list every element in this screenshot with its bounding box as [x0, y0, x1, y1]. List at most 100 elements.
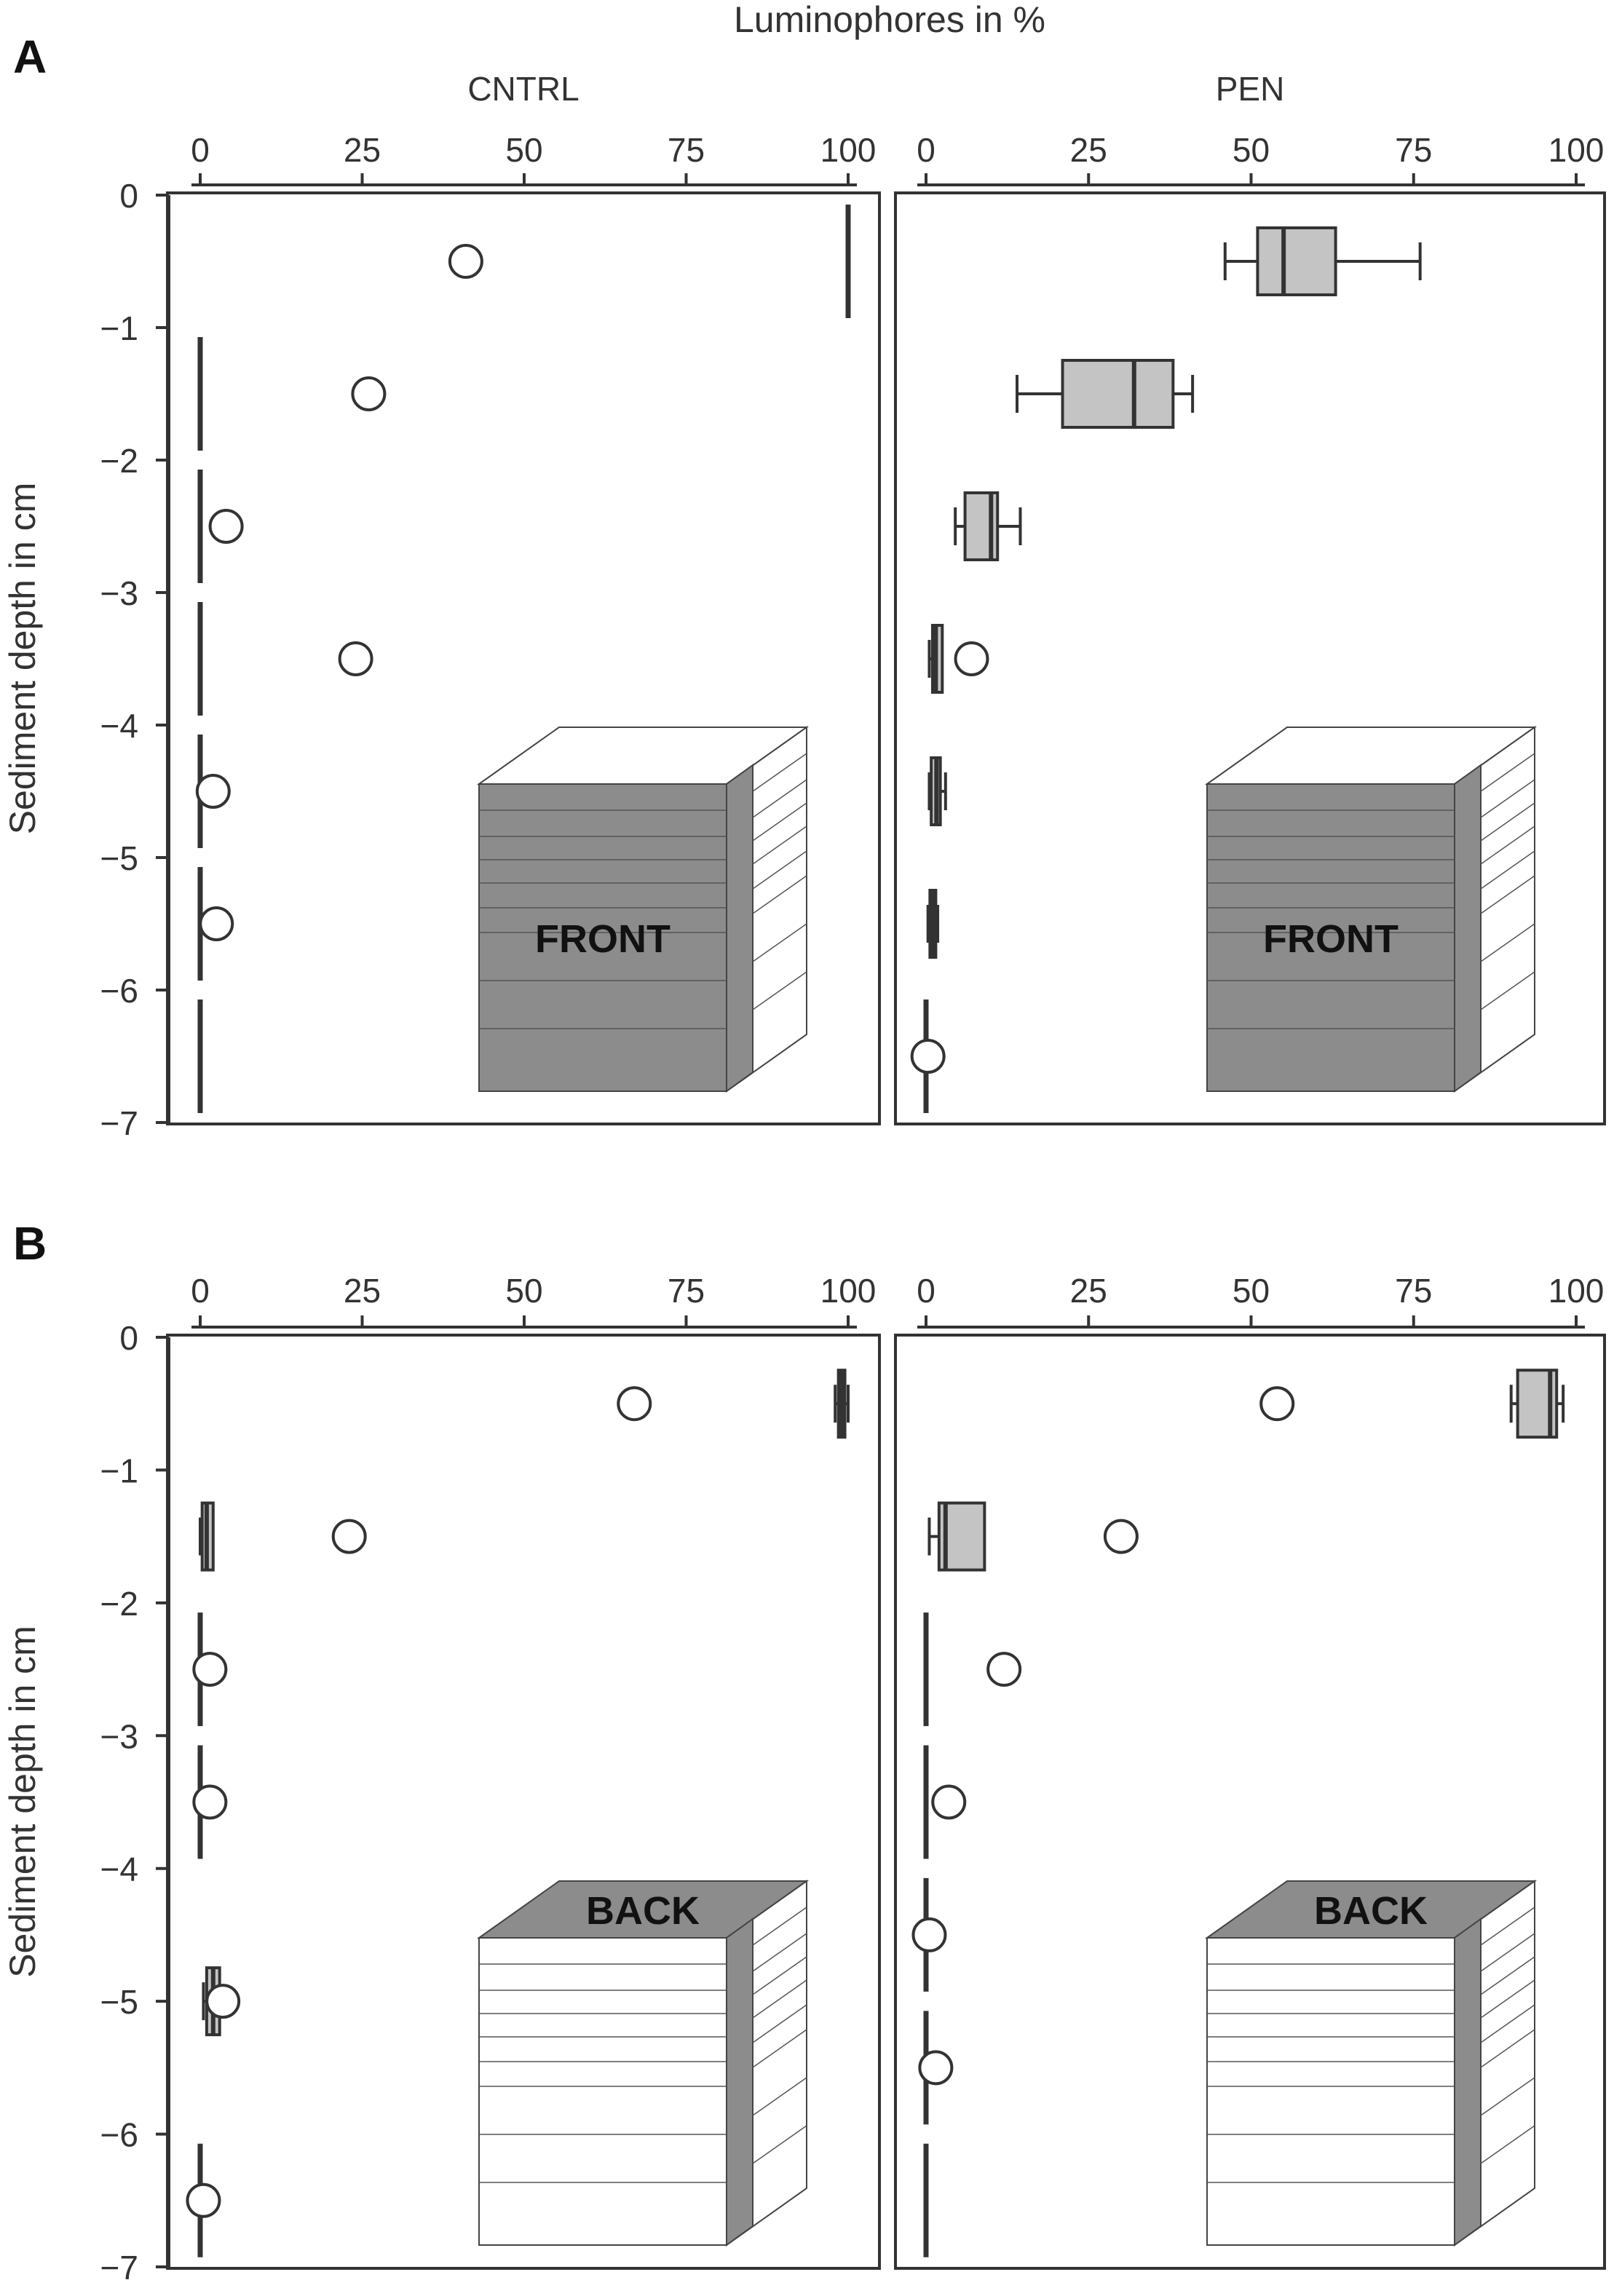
block-label-front: FRONT — [1263, 917, 1399, 961]
box-depth-3-5 — [923, 1745, 967, 1859]
sediment-block-front: FRONT — [1204, 726, 1538, 1093]
block-layer-line — [752, 802, 807, 842]
block-layer-line — [752, 850, 807, 890]
y-tick-label: −5 — [100, 839, 138, 877]
box-depth-1-5 — [197, 337, 387, 451]
y-tick-label: −3 — [100, 1717, 138, 1755]
outlier-point — [331, 1519, 367, 1554]
block-layer-line — [752, 2029, 807, 2068]
block-layer-line — [752, 2004, 807, 2043]
y-tick-label: 0 — [119, 1319, 138, 1357]
y-tick-label: −1 — [100, 1452, 138, 1489]
box-depth-0-5 — [448, 205, 851, 318]
block-layer-line — [752, 923, 807, 962]
block-label-front: FRONT — [535, 917, 670, 961]
box-depth-2-5 — [197, 470, 244, 583]
x-tick-label: 50 — [1233, 131, 1270, 169]
block-layer-line — [1480, 2004, 1535, 2043]
block-layer-line — [1480, 1979, 1535, 2019]
outlier-point — [192, 1652, 228, 1687]
y-axis-label: Sediment depth in cm — [2, 1626, 43, 1978]
y-tick-label: −7 — [100, 1104, 138, 1142]
block-layer-line — [1480, 2029, 1535, 2068]
y-tick-label: 0 — [119, 177, 138, 215]
outlier-point — [617, 1386, 652, 1422]
sediment-block-front: FRONT — [476, 726, 810, 1093]
box-depth-4-5 — [927, 756, 947, 826]
block-side-strip — [726, 764, 753, 1093]
x-tick-label: 100 — [1548, 131, 1605, 169]
block-side-strip — [1454, 764, 1482, 1093]
box-depth-0-5 — [1223, 226, 1422, 296]
y-tick-label: −5 — [100, 1983, 138, 2021]
x-tick-label: 0 — [191, 131, 210, 169]
y-tick-label: −2 — [100, 1585, 138, 1623]
outlier-point — [195, 774, 231, 809]
y-tick-label: −4 — [100, 1850, 138, 1888]
block-front-face — [1206, 1937, 1455, 2246]
x-tick-label: 25 — [344, 131, 381, 169]
outlier-point — [199, 906, 234, 941]
x-tick-label: 75 — [1395, 1272, 1432, 1310]
block-layer-line — [752, 753, 807, 792]
box-depth-1-5 — [927, 1501, 1139, 1572]
box-depth-2-5 — [923, 1612, 1022, 1727]
block-layer-line — [1480, 971, 1535, 1010]
panel-border — [166, 191, 881, 1125]
outlier-point — [954, 641, 989, 676]
block-layer-line — [752, 1933, 807, 1972]
column-header-cntrl: CNTRL — [467, 70, 579, 108]
column-header-pen: PEN — [1216, 70, 1285, 108]
panel-letter-a: A — [13, 31, 47, 83]
outlier-point — [338, 641, 373, 676]
outlier-point — [448, 244, 483, 279]
box-depth-5-5 — [197, 867, 234, 981]
block-layer-line — [1480, 850, 1535, 890]
box-depth-3-5 — [192, 1745, 228, 1859]
x-tick-label: 50 — [505, 131, 542, 169]
box-depth-5-5 — [918, 2011, 954, 2125]
box-depth-4-5 — [911, 1877, 947, 1992]
block-layer-line — [752, 875, 807, 914]
box-depth-4-5 — [195, 735, 231, 848]
x-tick-label: 75 — [668, 131, 705, 169]
x-tick-label: 75 — [668, 1272, 705, 1310]
outlier-point — [910, 1039, 946, 1074]
block-label-back: BACK — [586, 1889, 700, 1933]
x-tick-label: 75 — [1395, 131, 1432, 169]
block-layer-line — [752, 971, 807, 1010]
box-depth-3-5 — [927, 624, 989, 694]
block-layer-line — [752, 2077, 807, 2116]
block-layer-line — [752, 1956, 807, 1995]
block-layer-line — [1480, 826, 1535, 865]
y-tick-label: −6 — [100, 2116, 138, 2154]
panel-border — [166, 1334, 881, 2270]
outlier-point — [918, 2050, 954, 2086]
block-layer-line — [1480, 802, 1535, 842]
box-depth-0-5 — [617, 1369, 850, 1439]
x-tick-label: 0 — [917, 131, 935, 169]
block-layer-line — [1480, 779, 1535, 818]
box-depth-6-5 — [910, 999, 946, 1113]
outlier-point — [931, 1784, 967, 1820]
block-label-back: BACK — [1314, 1889, 1428, 1933]
outlier-point — [208, 509, 244, 544]
y-tick-label: −3 — [100, 574, 138, 612]
block-side-strip — [1454, 1917, 1482, 2246]
block-layer-line — [752, 1979, 807, 2019]
top-axis-title: Luminophores in % — [734, 0, 1045, 40]
panel-border — [894, 1334, 1606, 2270]
block-layer-line — [1480, 1933, 1535, 1972]
box-depth-1-5 — [1016, 359, 1195, 429]
x-tick-label: 0 — [917, 1272, 935, 1310]
block-layer-line — [1480, 875, 1535, 914]
outlier-point — [986, 1652, 1022, 1687]
x-tick-label: 50 — [505, 1272, 542, 1310]
box-depth-5 — [202, 1966, 241, 2037]
block-layer-line — [1480, 2077, 1535, 2116]
